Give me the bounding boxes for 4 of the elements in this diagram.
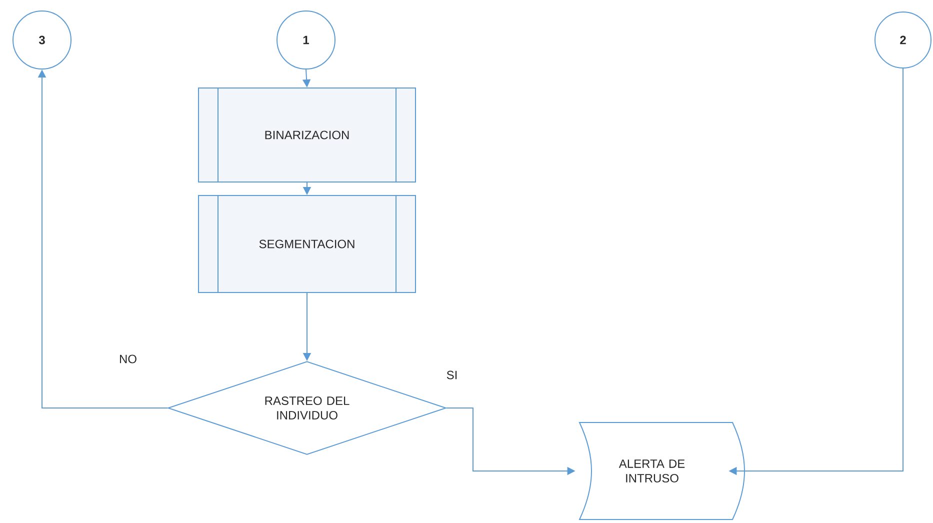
process-box: SEGMENTACION <box>198 194 416 294</box>
edge-label: SI <box>445 370 459 380</box>
process-box: BINARIZACION <box>198 87 416 183</box>
edge-label: NO <box>118 354 138 364</box>
